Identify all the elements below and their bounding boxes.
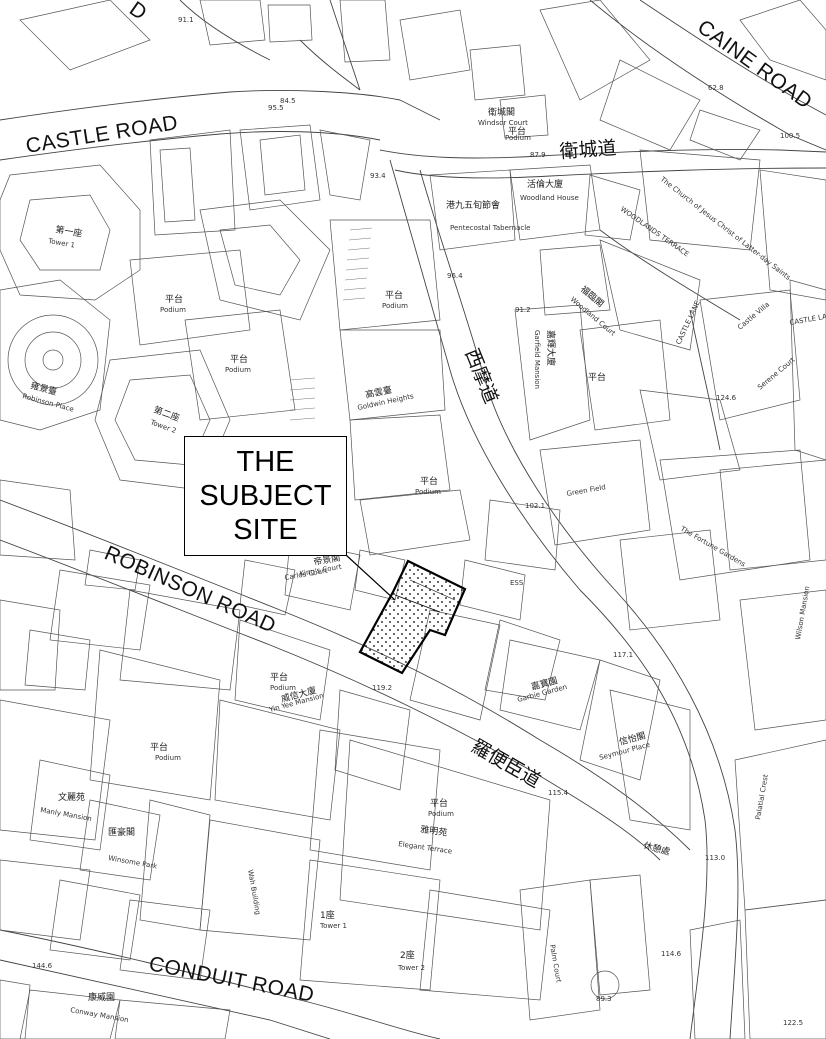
svg-text:雅明苑: 雅明苑 <box>420 823 448 839</box>
subject-site-parcel <box>358 559 467 675</box>
svg-text:114.6: 114.6 <box>661 950 682 958</box>
svg-text:144.6: 144.6 <box>32 962 53 970</box>
castle-road-cn-label: 衛城道 <box>559 137 617 163</box>
svg-text:The Fortune Gardens: The Fortune Gardens <box>678 524 747 568</box>
robinson-road-cn-label: 羅便臣道 <box>468 735 545 792</box>
svg-text:The Church of Jesus Christ of: The Church of Jesus Christ of Latter-day… <box>658 175 792 282</box>
svg-text:平台: 平台 <box>588 371 606 383</box>
svg-text:62.8: 62.8 <box>708 84 724 92</box>
site-label-line1: THE <box>236 446 295 478</box>
conduit-road <box>0 929 441 1039</box>
svg-text:89.3: 89.3 <box>596 995 612 1003</box>
spot-heights: 91.1 95.5 62.8 100.5 91.2 87.9 84.5 119.… <box>32 16 803 1027</box>
caine-road <box>589 0 826 151</box>
partial-road-top: D <box>125 0 151 25</box>
svg-text:平台: 平台 <box>230 353 248 365</box>
svg-text:Winsome Park: Winsome Park <box>108 854 159 871</box>
svg-text:Podium: Podium <box>270 684 296 692</box>
svg-text:平台: 平台 <box>430 797 448 809</box>
svg-text:Green Field: Green Field <box>566 483 606 498</box>
seymour-road <box>389 159 739 1039</box>
svg-text:CASTLE LANE: CASTLE LANE <box>675 299 702 345</box>
svg-text:Wah Building: Wah Building <box>246 869 262 916</box>
svg-text:Tower 1: Tower 1 <box>47 237 76 250</box>
side-streets <box>179 0 741 451</box>
svg-text:Podium: Podium <box>428 810 454 818</box>
svg-text:平台: 平台 <box>270 671 288 683</box>
svg-text:115.4: 115.4 <box>548 789 569 797</box>
caine-road-label: CAINE ROAD <box>693 15 816 113</box>
site-leader-line <box>345 554 396 601</box>
svg-text:平台: 平台 <box>165 293 183 305</box>
svg-text:WOODLANDS TERRACE: WOODLANDS TERRACE <box>619 205 690 258</box>
svg-text:ESS: ESS <box>510 579 524 587</box>
svg-text:Podium: Podium <box>382 302 408 310</box>
site-label-line2: SUBJECT <box>199 480 332 512</box>
svg-text:平台: 平台 <box>420 475 438 487</box>
svg-text:嘉輝大廈: 嘉輝大廈 <box>545 330 557 366</box>
svg-text:117.1: 117.1 <box>613 651 633 659</box>
svg-text:Podium: Podium <box>155 754 181 762</box>
svg-text:Garfield Mansion: Garfield Mansion <box>533 330 541 389</box>
svg-text:康威園: 康威園 <box>88 991 115 1003</box>
seymour-road-cn-label: 西摩道 <box>460 346 502 407</box>
svg-text:Palatial Crest: Palatial Crest <box>754 774 770 821</box>
svg-text:CASTLE LANE: CASTLE LANE <box>789 311 826 327</box>
svg-text:95.5: 95.5 <box>268 104 284 112</box>
svg-text:Windsor Court: Windsor Court <box>478 119 528 127</box>
svg-text:平台: 平台 <box>150 741 168 753</box>
svg-text:100.5: 100.5 <box>780 132 800 140</box>
svg-text:93.4: 93.4 <box>370 172 386 180</box>
svg-text:91.1: 91.1 <box>178 16 194 24</box>
svg-text:113.0: 113.0 <box>705 854 725 862</box>
steps <box>289 227 373 421</box>
svg-text:Pentecostal Tabernacle: Pentecostal Tabernacle <box>450 224 531 232</box>
svg-text:Podium: Podium <box>505 134 531 142</box>
svg-text:第一座: 第一座 <box>54 223 83 240</box>
svg-text:Elegant Terrace: Elegant Terrace <box>398 840 453 855</box>
svg-text:119.2: 119.2 <box>372 684 392 692</box>
svg-text:Podium: Podium <box>225 366 251 374</box>
svg-text:124.6: 124.6 <box>716 394 737 402</box>
svg-text:匯豪閣: 匯豪閣 <box>108 826 135 838</box>
svg-text:Woodland House: Woodland House <box>520 194 579 202</box>
svg-text:1座: 1座 <box>320 909 335 921</box>
svg-text:102.1: 102.1 <box>525 502 545 510</box>
svg-text:122.5: 122.5 <box>783 1019 803 1027</box>
castle-road <box>0 89 826 179</box>
svg-text:Podium: Podium <box>415 488 441 496</box>
svg-text:96.4: 96.4 <box>447 272 463 280</box>
svg-text:Tower 2: Tower 2 <box>397 964 425 972</box>
svg-text:港九五旬節會: 港九五旬節會 <box>446 199 500 211</box>
site-label-line3: SITE <box>233 514 298 546</box>
svg-text:Tower 1: Tower 1 <box>319 922 347 930</box>
svg-text:Castle Villa: Castle Villa <box>736 300 771 331</box>
svg-text:文麗苑: 文麗苑 <box>58 791 85 803</box>
svg-text:84.5: 84.5 <box>280 97 296 105</box>
svg-text:休憩處: 休憩處 <box>642 839 671 858</box>
svg-text:91.2: 91.2 <box>515 306 531 314</box>
svg-text:Serene Court: Serene Court <box>756 356 797 392</box>
castle-road-label: CASTLE ROAD <box>24 111 179 158</box>
svg-text:2座: 2座 <box>400 949 415 961</box>
svg-text:Palm Court: Palm Court <box>548 944 563 983</box>
svg-text:Podium: Podium <box>160 306 186 314</box>
svg-text:活倫大廈: 活倫大廈 <box>527 178 563 190</box>
svg-text:平台: 平台 <box>508 125 526 137</box>
svg-text:Conway Mansion: Conway Mansion <box>70 1006 130 1024</box>
svg-text:87.9: 87.9 <box>530 151 546 159</box>
svg-text:衛城閣: 衛城閣 <box>488 106 515 118</box>
subject-site-label: THE SUBJECT SITE <box>184 436 347 556</box>
svg-text:Manly Mansion: Manly Mansion <box>40 806 93 823</box>
svg-text:平台: 平台 <box>385 289 403 301</box>
